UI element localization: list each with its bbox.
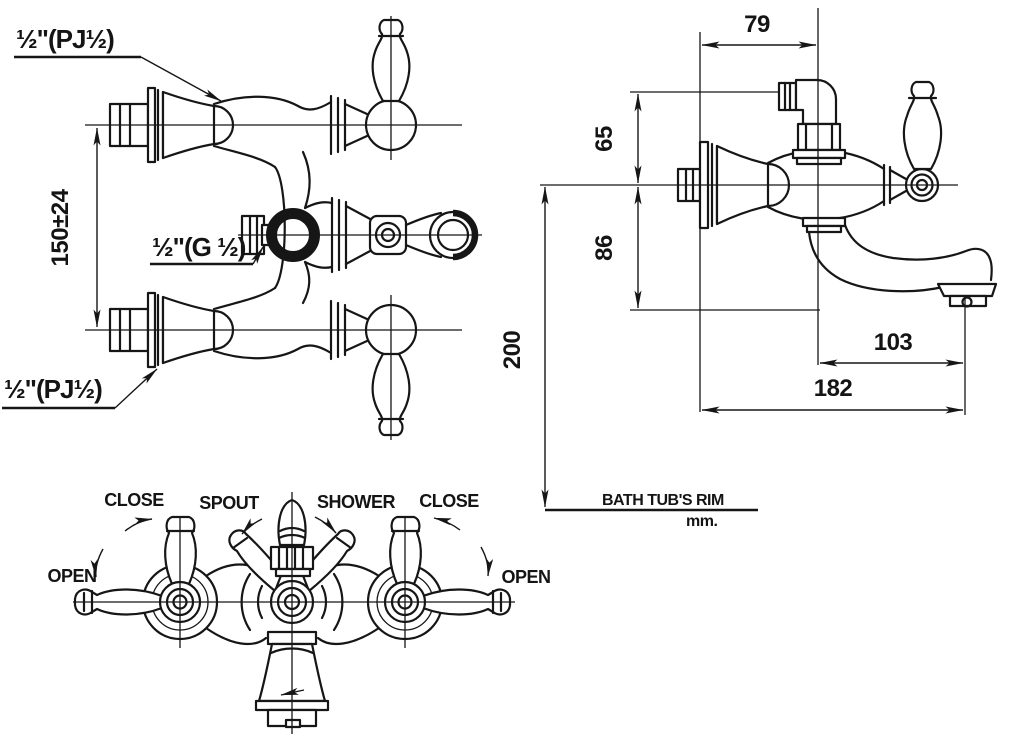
close-left-label: CLOSE — [104, 490, 164, 510]
dim-200: 200 — [499, 186, 549, 508]
rotation-arrows — [90, 516, 494, 578]
dim-inlet-spacing: 150±24 — [47, 127, 101, 328]
dim-103: 103 — [819, 329, 964, 367]
front-body — [204, 563, 381, 645]
center-connection-label: ½"(G ½) — [152, 232, 246, 262]
dim-86-text: 86 — [591, 235, 618, 261]
bath-tub-rim-label: BATH TUB'S RIM — [602, 492, 724, 509]
open-right-label: OPEN — [501, 567, 550, 587]
leader-inlet-top: ½"(PJ½) — [14, 24, 222, 102]
side-view: 79 65 86 200 103 182 BATH TUB'S RIM mm. — [499, 8, 998, 530]
shower-label: SHOWER — [317, 492, 396, 512]
shower-elbow — [777, 78, 847, 166]
units-label: mm. — [686, 513, 717, 530]
close-right-label: CLOSE — [419, 491, 479, 511]
dim-65: 65 — [591, 93, 642, 184]
handle-bottom — [329, 299, 418, 437]
dim-inlet-spacing-text: 150±24 — [47, 188, 74, 266]
side-handle — [902, 80, 943, 203]
close-left-arrow-icon — [124, 517, 153, 532]
inlet-bottom-label: ½"(PJ½) — [4, 374, 102, 404]
plan-view: 150±24 ½"(PJ½) ½"(G ½) ½"(PJ½) — [2, 16, 482, 440]
spout-arrow-icon — [241, 518, 263, 535]
right-valve — [366, 515, 512, 641]
inlet-top-label: ½"(PJ½) — [16, 24, 114, 54]
close-right-arrow-icon — [433, 517, 461, 531]
dim-79: 79 — [701, 11, 817, 49]
open-right-arrow-icon — [480, 546, 494, 577]
dim-200-text: 200 — [499, 331, 526, 370]
open-left-arrow-icon — [90, 548, 104, 578]
operation-view: CLOSE SPOUT SHOWER CLOSE OPEN OPEN — [47, 490, 551, 734]
leader-inlet-bottom: ½"(PJ½) — [2, 368, 158, 410]
dim-86: 86 — [591, 186, 642, 309]
leader-connection-center: ½"(G ½) — [150, 232, 264, 266]
dim-103-text: 103 — [874, 329, 913, 356]
dim-182-text: 182 — [814, 375, 853, 402]
open-left-label: OPEN — [47, 566, 96, 586]
dim-182: 182 — [701, 375, 964, 414]
spout-label: SPOUT — [199, 493, 259, 513]
mixer-body-outline — [212, 95, 334, 360]
bath-tub-rim-reference: BATH TUB'S RIM mm. — [545, 492, 758, 530]
shower-arrow-icon — [314, 516, 337, 534]
spout — [801, 216, 998, 308]
dim-65-text: 65 — [591, 126, 618, 152]
dim-79-text: 79 — [744, 11, 770, 38]
handle-top — [329, 18, 418, 156]
